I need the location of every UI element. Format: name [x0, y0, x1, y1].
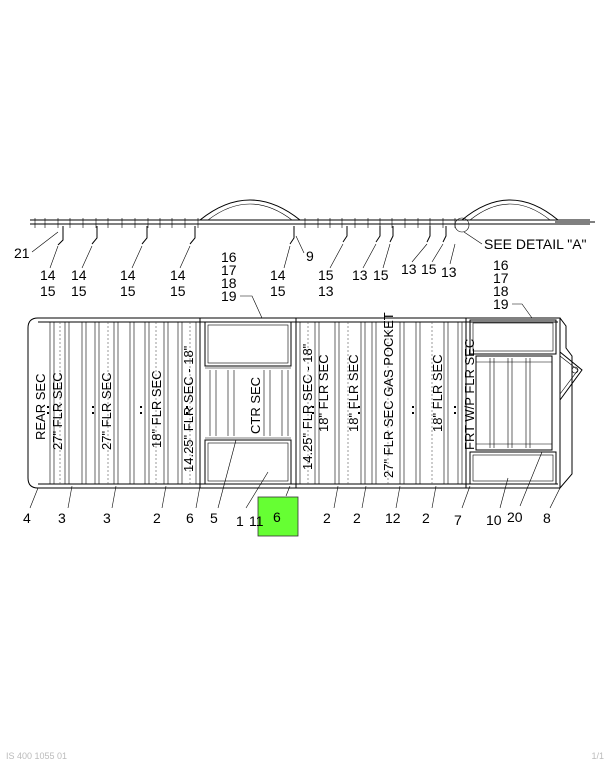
stack-left-16: 16 — [221, 249, 237, 265]
pair-6-a: 13 — [352, 267, 368, 283]
label-18-flr-sec-a: 18" FLR SEC — [149, 370, 164, 448]
pair-1-top: 14 — [71, 267, 87, 283]
floor-plan — [27, 317, 583, 489]
pair-7-c: 13 — [441, 264, 457, 280]
callout-21: 21 — [14, 245, 30, 261]
callout-5: 5 — [210, 510, 218, 526]
pair-7-a: 13 — [401, 261, 417, 277]
label-18-flr-sec-c: 18" FLR SEC — [346, 354, 361, 432]
label-18-flr-sec-b: 18" FLR SEC — [316, 354, 331, 432]
label-14-25-flr-sec-a: 14.25" FLR SEC - 18" — [181, 345, 196, 472]
bottom-callouts: 4 3 3 2 6 5 1 11 2 2 12 2 7 10 20 8 6 — [23, 509, 551, 529]
pair-3-top: 14 — [170, 267, 186, 283]
pair-3-bottom: 15 — [170, 283, 186, 299]
pair-7-b: 15 — [421, 261, 437, 277]
see-detail-a: SEE DETAIL "A" — [484, 236, 587, 252]
pair-4-bottom: 15 — [270, 283, 286, 299]
bottom-leaders — [29, 439, 561, 509]
side-rail-view — [30, 199, 595, 246]
callout-4: 4 — [23, 510, 31, 526]
callout-highlight-6[interactable]: 6 — [273, 509, 281, 525]
pair-2-bottom: 15 — [120, 283, 136, 299]
label-27-flr-sec-b: 27" FLR SEC — [99, 372, 114, 450]
callout-pairs: 14 15 14 15 14 15 14 15 14 15 15 13 13 1… — [40, 243, 457, 299]
callout-7: 7 — [454, 512, 462, 528]
callout-2-a: 2 — [153, 510, 161, 526]
stack-left-17: 17 — [221, 262, 237, 278]
callout-3-a: 3 — [58, 510, 66, 526]
callout-10: 10 — [486, 512, 502, 528]
callout-20: 20 — [507, 509, 523, 525]
stack-right-16: 16 — [493, 257, 509, 273]
label-ctr-sec: CTR SEC — [248, 377, 263, 434]
callout-2-c: 2 — [353, 510, 361, 526]
callout-11: 11 — [249, 513, 264, 529]
callout-12: 12 — [385, 510, 401, 526]
pair-2-top: 14 — [120, 267, 136, 283]
callout-stack-left: 16 17 18 19 — [221, 249, 263, 319]
callout-6: 6 — [186, 510, 194, 526]
callout-2-b: 2 — [323, 510, 331, 526]
callout-3-b: 3 — [103, 510, 111, 526]
stack-right-19: 19 — [493, 296, 509, 312]
stack-left-19: 19 — [221, 288, 237, 304]
pair-0-bottom: 15 — [40, 283, 56, 299]
callout-9: 9 — [306, 248, 314, 264]
pair-6-b: 15 — [373, 267, 389, 283]
pair-5-top: 15 — [318, 267, 334, 283]
pair-1-bottom: 15 — [71, 283, 87, 299]
label-frt-wp-flr-sec: FRT W/P FLR SEC — [462, 339, 477, 450]
footer-right: 1/1 — [591, 751, 604, 761]
label-18-flr-sec-d: 18" FLR SEC — [430, 354, 445, 432]
stack-left-18: 18 — [221, 275, 237, 291]
callout-1: 1 — [236, 513, 244, 529]
section-labels: REAR SEC 27" FLR SEC 27" FLR SEC 18" FLR… — [33, 312, 477, 478]
highlight-box[interactable] — [257, 496, 299, 537]
label-14-25-flr-sec-b: 14.25" FLR SEC - 18" — [300, 343, 315, 470]
stack-right-17: 17 — [493, 270, 509, 286]
label-27-flr-sec-a: 27" FLR SEC — [50, 372, 65, 450]
label-rear-sec: REAR SEC — [33, 374, 48, 440]
pair-4-top: 14 — [270, 267, 286, 283]
callout-8: 8 — [543, 510, 551, 526]
pair-0-top: 14 — [40, 267, 56, 283]
callout-stack-right: 16 17 18 19 — [493, 257, 533, 319]
label-gas-pocket: 27" FLR SEC GAS POCKET — [381, 312, 396, 478]
callout-2-d: 2 — [422, 510, 430, 526]
stack-right-18: 18 — [493, 283, 509, 299]
pair-5-bottom: 13 — [318, 283, 334, 299]
footer-left: IS 400 1055 01 — [6, 751, 68, 761]
